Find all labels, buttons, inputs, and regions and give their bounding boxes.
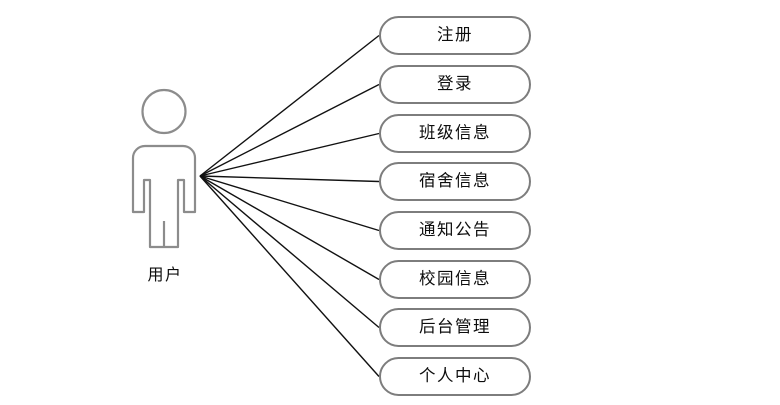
association-campus-info (199, 175, 380, 281)
usecase-backend-admin[interactable]: 后台管理 (379, 308, 531, 347)
association-login (199, 83, 380, 177)
usecase-label: 宿舍信息 (419, 171, 491, 191)
actor-body-icon (131, 144, 197, 249)
usecase-notice[interactable]: 通知公告 (379, 211, 531, 250)
usecase-label: 后台管理 (419, 317, 491, 337)
association-dorm-info (199, 175, 380, 183)
usecase-label: 班级信息 (419, 123, 491, 143)
association-class-info (199, 132, 380, 177)
usecase-personal-center[interactable]: 个人中心 (379, 357, 531, 396)
usecase-register[interactable]: 注册 (379, 16, 531, 55)
association-backend-admin (199, 175, 380, 329)
usecase-label: 注册 (437, 25, 473, 45)
association-register (199, 34, 380, 177)
usecase-label: 登录 (437, 74, 473, 94)
usecase-campus-info[interactable]: 校园信息 (379, 260, 531, 299)
association-personal-center (199, 175, 380, 377)
association-notice (199, 175, 380, 232)
usecase-label: 通知公告 (419, 220, 491, 240)
usecase-login[interactable]: 登录 (379, 65, 531, 104)
actor-label: 用户 (147, 267, 183, 284)
usecase-class-info[interactable]: 班级信息 (379, 114, 531, 153)
usecase-label: 个人中心 (419, 366, 491, 386)
usecase-label: 校园信息 (419, 269, 491, 289)
actor-head-icon (141, 88, 187, 135)
usecase-dorm-info[interactable]: 宿舍信息 (379, 162, 531, 201)
